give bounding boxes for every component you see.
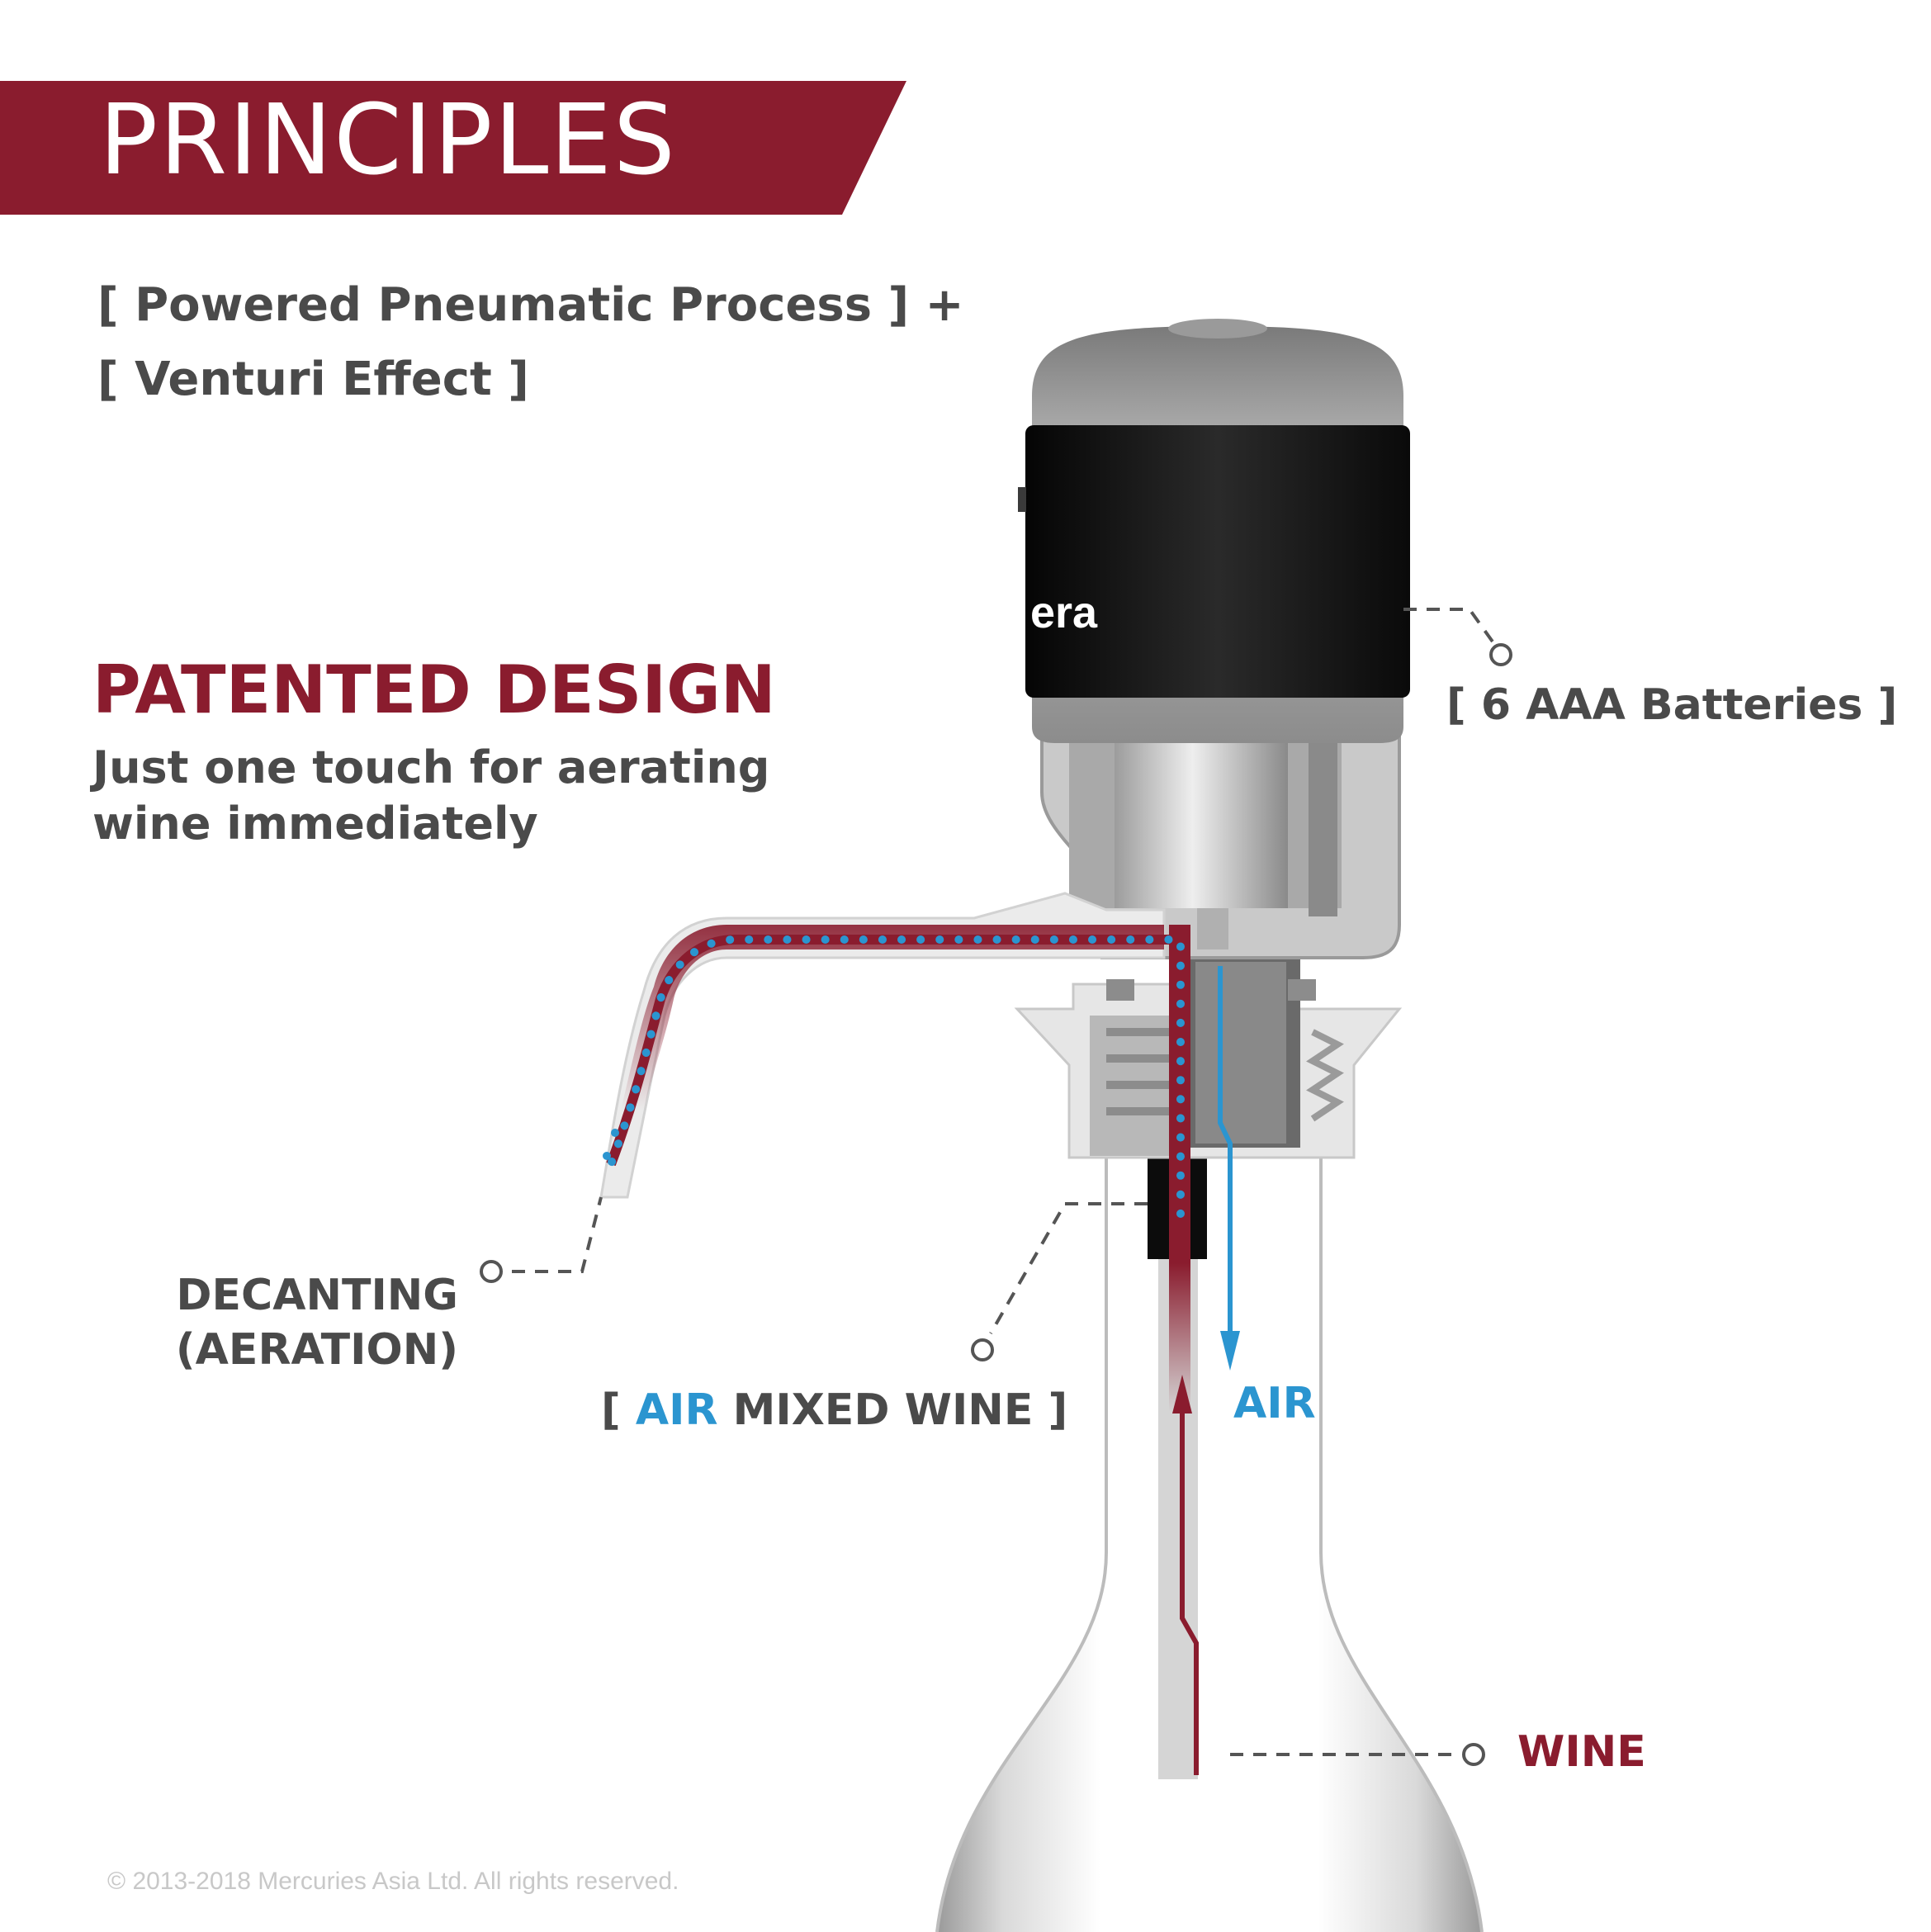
page-title: PRINCIPLES — [99, 83, 677, 197]
principle-line-2: [ Venturi Effect ] — [97, 353, 529, 406]
bottle-stopper — [1014, 949, 1403, 1159]
air-flow-line — [1218, 966, 1233, 1338]
header-banner — [0, 81, 906, 215]
patented-desc-line-1: Just one touch for aerating — [92, 741, 770, 793]
air-mixed-rest: MIXED WINE — [732, 1385, 1034, 1435]
patented-design-description: Just one touch for aerating wine immedia… — [92, 740, 835, 852]
batteries-leader — [1403, 608, 1496, 646]
decanting-leader — [512, 1196, 603, 1273]
lower-housing — [1040, 723, 1401, 959]
air-dot — [603, 1152, 611, 1160]
patented-desc-line-2: wine immediately — [92, 798, 538, 850]
wine-arrow-icon — [1172, 1375, 1192, 1413]
wine-callout-dot — [1462, 1743, 1485, 1766]
wine-label: WINE — [1517, 1727, 1646, 1777]
patented-design-title: PATENTED DESIGN — [92, 651, 776, 728]
air-mixed-air-word: AIR — [635, 1385, 718, 1435]
copyright-notice: © 2013-2018 Mercuries Asia Ltd. All righ… — [107, 1868, 679, 1895]
decanting-label-line-1: DECANTING — [176, 1271, 458, 1320]
air-mixed-leader — [989, 1202, 1148, 1334]
wine-flow-line — [1180, 1404, 1199, 1775]
air-bubbles-dots — [599, 935, 1185, 1218]
air-mixed-callout-dot — [971, 1338, 994, 1361]
decanting-label: DECANTING (AERATION) — [173, 1268, 458, 1377]
principle-line-1: [ Powered Pneumatic Process ] + — [97, 278, 964, 332]
device-logo: era — [1030, 588, 1098, 637]
air-label: AIR — [1233, 1379, 1316, 1428]
batteries-callout-dot — [1489, 643, 1512, 666]
decanting-callout-dot — [480, 1260, 503, 1283]
air-dot — [611, 1129, 619, 1137]
batteries-label: [ 6 AAA Batteries ] — [1446, 680, 1898, 730]
air-mixed-wine-label: [ AIR MIXED WINE ] — [601, 1389, 1067, 1432]
wine-bottle — [935, 1144, 1484, 1932]
air-mixed-open-bracket: [ — [601, 1385, 621, 1435]
motor-head: era — [1018, 319, 1410, 743]
air-arrow-icon — [1220, 1331, 1240, 1371]
air-mixed-close-bracket: ] — [1048, 1385, 1068, 1435]
decanting-label-line-2: (AERATION) — [175, 1325, 458, 1375]
